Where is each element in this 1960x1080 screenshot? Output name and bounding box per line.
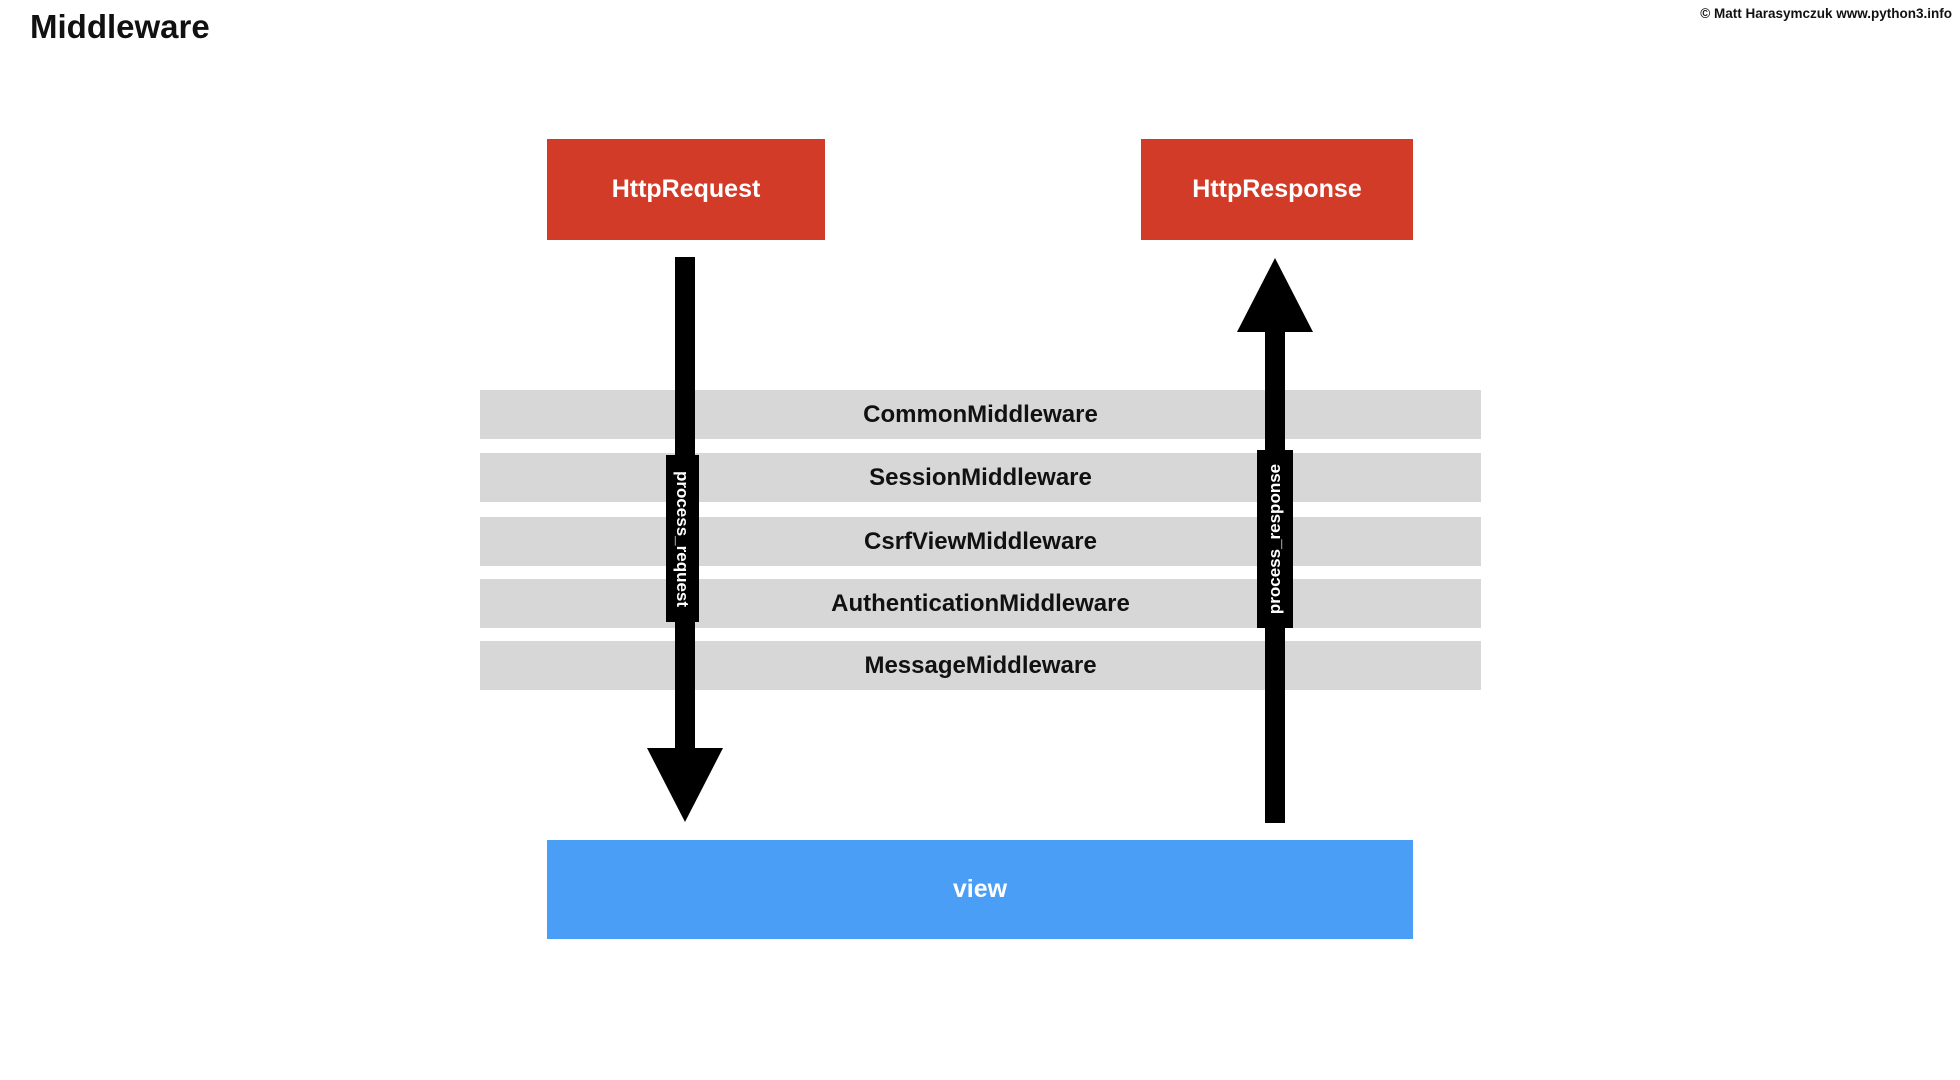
process-request-label-text: process_request [673, 470, 693, 607]
middleware-layer-csrfview: CsrfViewMiddleware [480, 517, 1481, 566]
middleware-layer-message: MessageMiddleware [480, 641, 1481, 690]
process-response-label-text: process_response [1265, 463, 1284, 615]
process-request-label: process_request [666, 455, 699, 622]
http-response-box: HttpResponse [1141, 139, 1413, 240]
http-request-box: HttpRequest [547, 139, 825, 240]
response-arrow-up-head-icon [1237, 258, 1313, 332]
process-response-label: process_response [1257, 450, 1293, 628]
request-arrow-down-head-icon [647, 748, 723, 822]
page-title: Middleware [30, 8, 210, 45]
copyright-text: © Matt Harasymczuk www.python3.info [1700, 6, 1952, 21]
view-box: view [547, 840, 1413, 939]
middleware-layer-authentication: AuthenticationMiddleware [480, 579, 1481, 628]
middleware-layer-common: CommonMiddleware [480, 390, 1481, 439]
middleware-layer-session: SessionMiddleware [480, 453, 1481, 502]
